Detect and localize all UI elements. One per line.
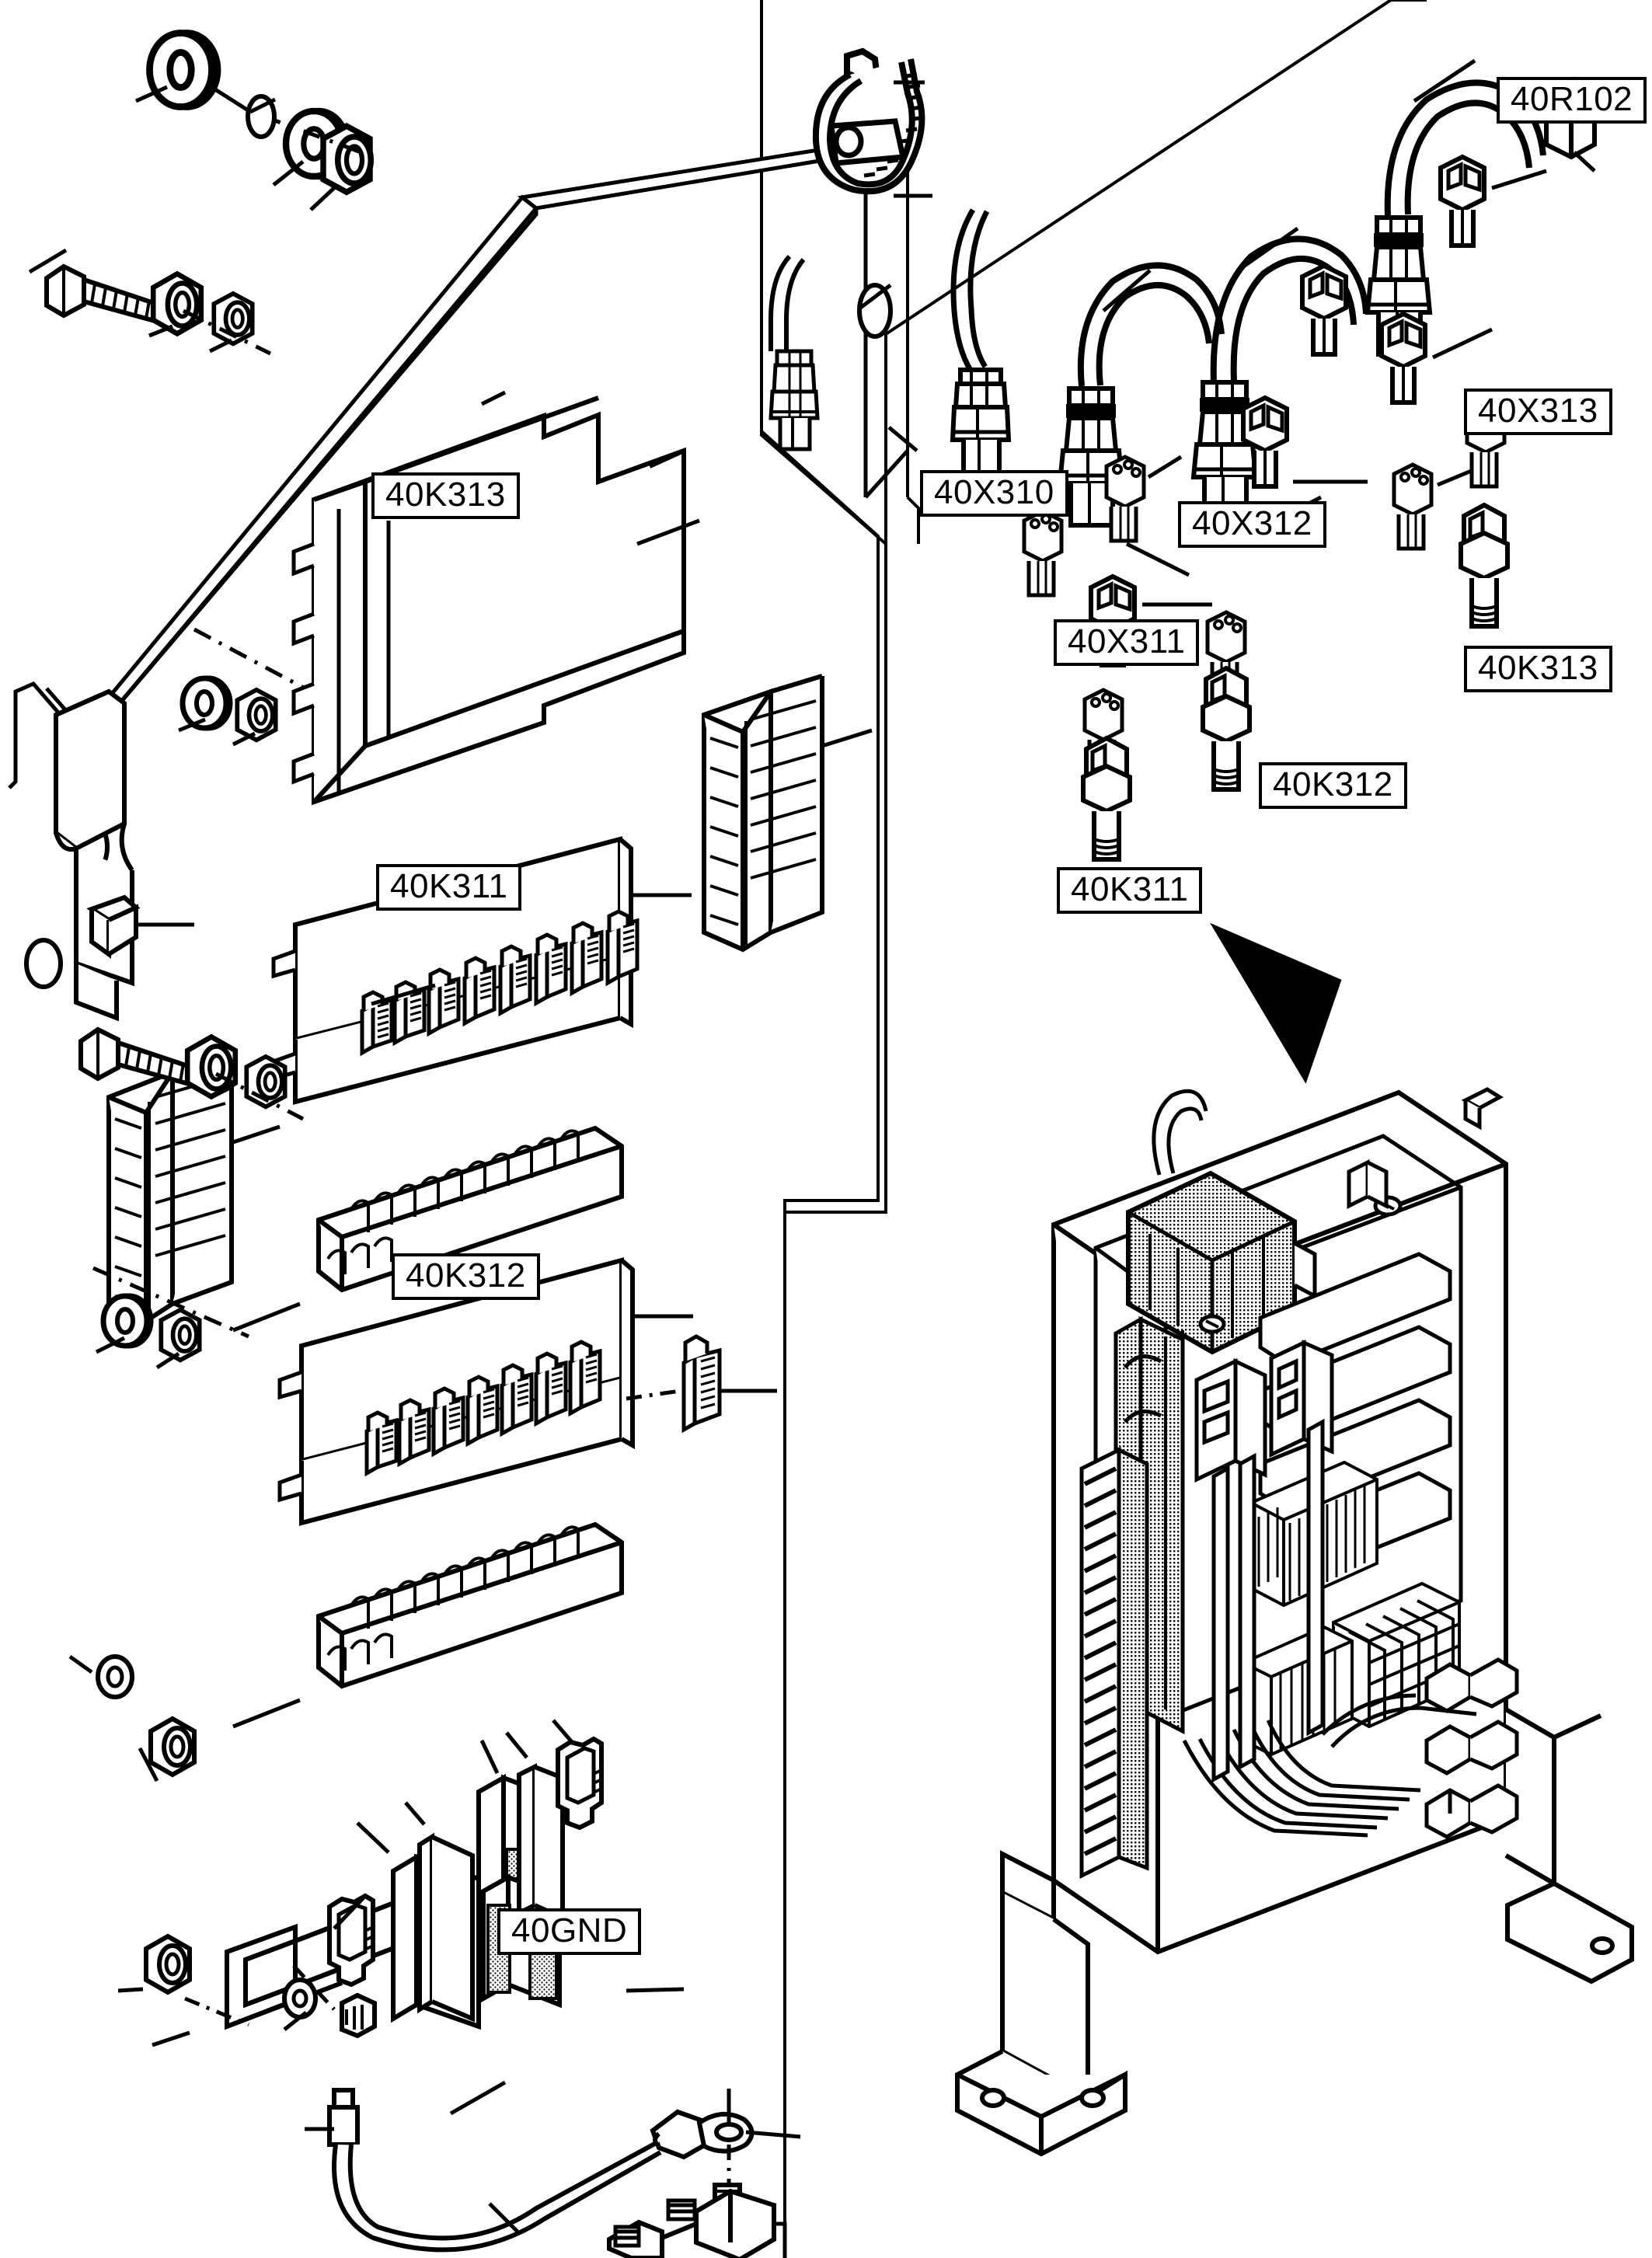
- callout-40K312-right: 40K312: [1259, 762, 1407, 809]
- callout-40X311: 40X311: [1054, 619, 1200, 666]
- callout-40X312: 40X312: [1178, 501, 1326, 548]
- callout-40X313: 40X313: [1464, 389, 1612, 435]
- callout-40K311-left: 40K311: [376, 864, 522, 911]
- callout-40K311-right: 40K311: [1057, 867, 1203, 914]
- callout-40K313-right: 40K313: [1464, 646, 1612, 692]
- callout-40GND: 40GND: [497, 1908, 642, 1955]
- callout-40X310: 40X310: [920, 470, 1068, 517]
- callout-40K312-left: 40K312: [392, 1253, 540, 1300]
- callout-40R102: 40R102: [1497, 77, 1647, 124]
- callout-40K313-left: 40K313: [371, 472, 520, 519]
